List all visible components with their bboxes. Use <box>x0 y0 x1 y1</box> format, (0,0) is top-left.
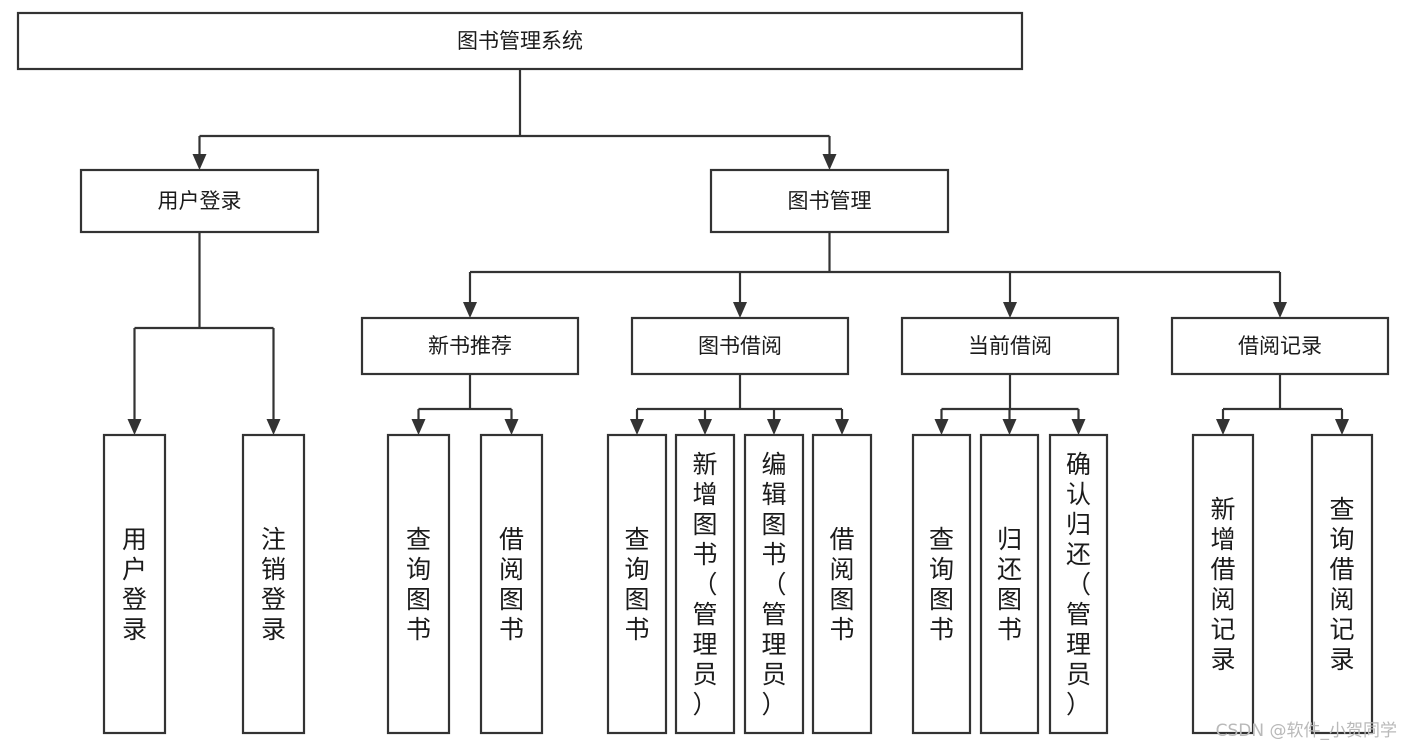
node-leaf-query-book-3[interactable]: 查询图书 <box>911 433 972 735</box>
arrow-head-icon <box>1216 419 1230 435</box>
node-box <box>241 433 306 735</box>
node-box <box>16 11 1024 71</box>
arrow-head-icon <box>934 419 949 435</box>
node-box <box>1048 433 1109 735</box>
node-label: 借阅图书 <box>829 525 854 644</box>
node-box <box>979 433 1040 735</box>
node-root[interactable]: 图书管理系统 <box>16 11 1024 71</box>
node-leaf-logout-login[interactable]: 注销登录 <box>241 433 306 735</box>
node-label: 用户登录 <box>122 525 147 644</box>
node-label: 确认归还（管理员） <box>1066 450 1091 719</box>
node-leaf-borrow-book-2[interactable]: 借阅图书 <box>811 433 873 735</box>
node-leaf-add-borrow-record[interactable]: 新增借阅记录 <box>1191 433 1255 735</box>
node-label: 借阅记录 <box>1238 334 1322 358</box>
node-box <box>386 433 451 735</box>
arrow-head-icon <box>1002 419 1017 435</box>
arrow-head-icon <box>192 154 207 170</box>
node-leaf-query-book-1[interactable]: 查询图书 <box>386 433 451 735</box>
node-label: 图书管理 <box>788 189 872 213</box>
node-box <box>911 433 972 735</box>
node-new-book-recommend[interactable]: 新书推荐 <box>360 316 580 376</box>
nodes-layer: 图书管理系统用户登录图书管理新书推荐图书借阅当前借阅借阅记录用户登录注销登录查询… <box>16 11 1390 735</box>
node-label: 用户登录 <box>158 189 242 213</box>
arrow-head-icon <box>1273 302 1287 318</box>
node-label: 借阅图书 <box>499 525 524 644</box>
arrow-head-icon <box>266 419 281 435</box>
node-user-login[interactable]: 用户登录 <box>79 168 320 234</box>
node-box <box>1191 433 1255 735</box>
node-box <box>743 433 805 735</box>
node-label: 新增图书（管理员） <box>692 450 717 719</box>
node-box <box>709 168 950 234</box>
node-label: 新增借阅记录 <box>1210 495 1235 674</box>
node-leaf-return-book[interactable]: 归还图书 <box>979 433 1040 735</box>
node-label: 查询借阅记录 <box>1329 495 1354 674</box>
node-box <box>606 433 668 735</box>
node-book-borrow[interactable]: 图书借阅 <box>630 316 850 376</box>
node-label: 当前借阅 <box>968 334 1052 358</box>
arrow-head-icon <box>733 302 747 318</box>
node-label: 归还图书 <box>997 525 1022 644</box>
node-box <box>479 433 544 735</box>
arrow-head-icon <box>835 419 849 435</box>
node-leaf-add-book[interactable]: 新增图书（管理员） <box>674 433 736 735</box>
node-label: 图书管理系统 <box>457 29 583 53</box>
arrow-head-icon <box>411 419 426 435</box>
arrow-head-icon <box>1335 419 1349 435</box>
arrow-head-icon <box>1071 419 1086 435</box>
node-leaf-borrow-book-1[interactable]: 借阅图书 <box>479 433 544 735</box>
node-borrow-record[interactable]: 借阅记录 <box>1170 316 1390 376</box>
node-box <box>360 316 580 376</box>
node-box <box>102 433 167 735</box>
node-leaf-confirm-return[interactable]: 确认归还（管理员） <box>1048 433 1109 735</box>
node-label: 查询图书 <box>624 525 649 644</box>
node-box <box>79 168 320 234</box>
arrow-head-icon <box>127 419 142 435</box>
node-label: 注销登录 <box>261 525 286 644</box>
node-box <box>1170 316 1390 376</box>
node-label: 查询图书 <box>406 525 431 644</box>
node-label: 新书推荐 <box>428 334 512 358</box>
node-box <box>630 316 850 376</box>
arrow-head-icon <box>767 419 781 435</box>
arrow-head-icon <box>698 419 712 435</box>
node-box <box>900 316 1120 376</box>
arrow-head-icon <box>822 154 837 170</box>
node-label: 编辑图书（管理员） <box>761 450 786 719</box>
node-label: 查询图书 <box>929 525 954 644</box>
node-current-borrow[interactable]: 当前借阅 <box>900 316 1120 376</box>
node-book-management[interactable]: 图书管理 <box>709 168 950 234</box>
node-box <box>1310 433 1374 735</box>
node-leaf-query-book-2[interactable]: 查询图书 <box>606 433 668 735</box>
arrow-head-icon <box>630 419 644 435</box>
node-leaf-user-login[interactable]: 用户登录 <box>102 433 167 735</box>
node-leaf-query-borrow-record[interactable]: 查询借阅记录 <box>1310 433 1374 735</box>
connectors-layer <box>127 69 1349 435</box>
node-box <box>811 433 873 735</box>
node-leaf-edit-book[interactable]: 编辑图书（管理员） <box>743 433 805 735</box>
arrow-head-icon <box>463 302 477 318</box>
node-label: 图书借阅 <box>698 334 782 358</box>
arrow-head-icon <box>504 419 519 435</box>
node-box <box>674 433 736 735</box>
arrow-head-icon <box>1003 302 1017 318</box>
